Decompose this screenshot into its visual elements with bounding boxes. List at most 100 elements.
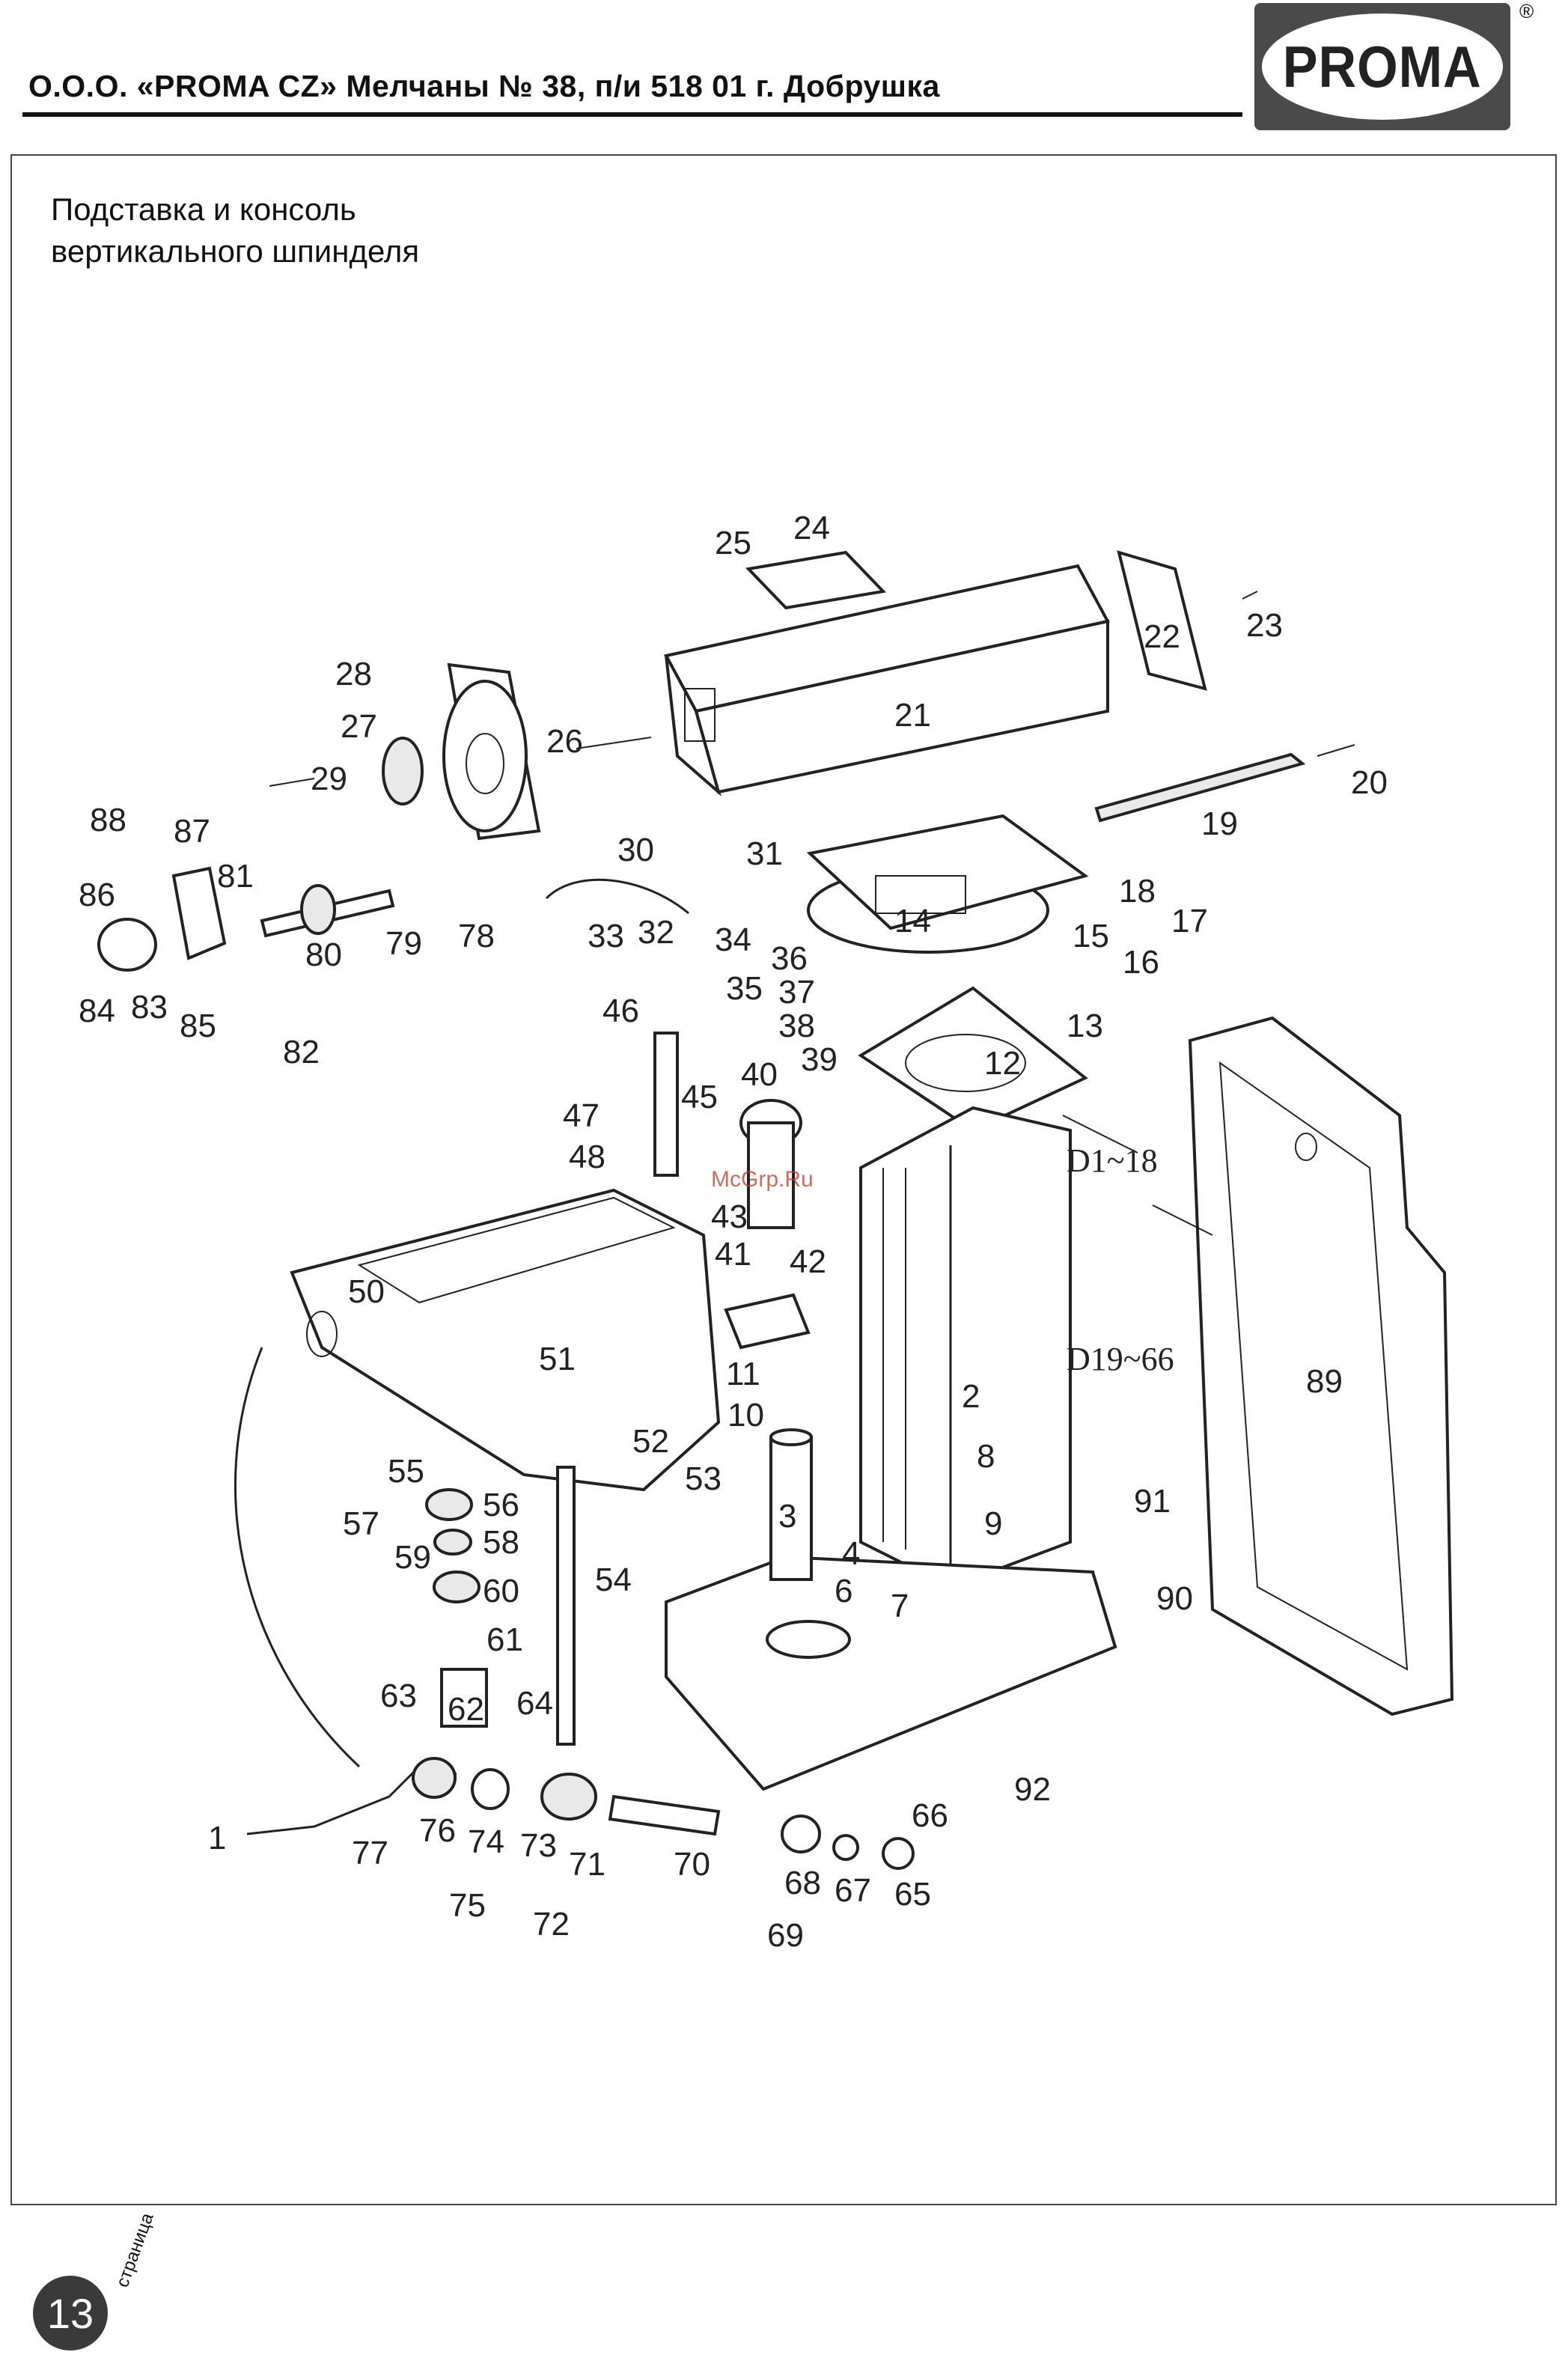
part-label: 7 bbox=[891, 1588, 909, 1624]
part-label: 65 bbox=[894, 1876, 931, 1913]
part-80-gear bbox=[300, 884, 336, 935]
part-12-plate bbox=[858, 986, 1088, 1133]
part-84-handwheel bbox=[97, 918, 157, 972]
part-45-bar bbox=[653, 1032, 679, 1177]
part-label: 22 bbox=[1144, 618, 1180, 655]
part-label: 11 bbox=[726, 1356, 760, 1392]
part-label: 60 bbox=[483, 1573, 519, 1609]
part-label: 48 bbox=[569, 1139, 605, 1175]
part-label: 42 bbox=[790, 1243, 826, 1280]
part-label: 25 bbox=[715, 525, 751, 561]
part-92-base bbox=[665, 1555, 1117, 1791]
part-label: 17 bbox=[1171, 903, 1208, 939]
part-3-pipe-top bbox=[769, 1428, 813, 1446]
part-30-wire bbox=[545, 878, 689, 915]
part-label: 85 bbox=[180, 1008, 216, 1044]
part-label: 50 bbox=[348, 1273, 385, 1310]
part-67-washer bbox=[832, 1834, 859, 1861]
part-label: 83 bbox=[131, 989, 168, 1026]
section-title-line1: Подставка и консоль bbox=[51, 192, 356, 227]
section-title: Подставка и консоль вертикального шпинде… bbox=[51, 189, 419, 272]
part-label: 36 bbox=[771, 940, 808, 977]
part-81-bracket bbox=[171, 866, 227, 960]
part-74-collar bbox=[471, 1768, 510, 1810]
part-label: 86 bbox=[79, 877, 115, 913]
part-label: 29 bbox=[311, 761, 347, 797]
part-label: 43 bbox=[711, 1198, 748, 1235]
part-label: 63 bbox=[380, 1678, 417, 1714]
part-label: 71 bbox=[569, 1846, 605, 1883]
motor-cable bbox=[234, 1347, 361, 1768]
part-2-column bbox=[859, 1106, 1072, 1589]
part-label: 38 bbox=[778, 1008, 815, 1044]
part-24-plate bbox=[745, 550, 887, 610]
part-label: 6 bbox=[835, 1573, 852, 1609]
logo-text: PROMA bbox=[1283, 33, 1482, 100]
part-label: 41 bbox=[715, 1236, 751, 1273]
part-label: 80 bbox=[305, 936, 342, 973]
part-label: 20 bbox=[1351, 764, 1388, 801]
part-label: 40 bbox=[741, 1056, 778, 1093]
part-label: 52 bbox=[632, 1423, 669, 1460]
part-labels: 1 2 3 4 6 7 8 9 10 11 12 13 14 15 16 17 … bbox=[79, 510, 1388, 1954]
section-title-line2: вертикального шпинделя bbox=[51, 234, 420, 269]
part-12-disc bbox=[905, 1034, 1026, 1092]
part-label: 78 bbox=[458, 918, 495, 954]
part-label: 15 bbox=[1073, 918, 1109, 954]
part-label: 74 bbox=[468, 1824, 504, 1860]
part-label: 54 bbox=[595, 1562, 632, 1598]
part-label: 88 bbox=[90, 802, 126, 838]
part-label: 27 bbox=[341, 708, 377, 745]
range-label: D19~66 bbox=[1067, 1341, 1174, 1377]
part-label: 37 bbox=[778, 974, 815, 1011]
part-58-nut bbox=[433, 1529, 472, 1556]
part-label: 4 bbox=[842, 1535, 860, 1572]
part-label: 19 bbox=[1201, 805, 1238, 842]
part-label: 62 bbox=[448, 1691, 484, 1728]
part-56-nut bbox=[425, 1488, 473, 1521]
part-label: 58 bbox=[483, 1524, 519, 1561]
part-label: 59 bbox=[394, 1539, 431, 1576]
part-label: 47 bbox=[563, 1097, 600, 1134]
part-label: 77 bbox=[352, 1835, 388, 1871]
part-label: 33 bbox=[588, 918, 624, 954]
part-label: 84 bbox=[79, 993, 115, 1029]
part-label: 30 bbox=[617, 832, 654, 868]
part-label: 87 bbox=[174, 813, 210, 850]
part-label: 64 bbox=[516, 1685, 553, 1722]
part-label: 26 bbox=[546, 723, 583, 760]
part-14-table bbox=[806, 814, 1089, 954]
part-label: 24 bbox=[793, 510, 830, 546]
watermark: McGrp.Ru bbox=[711, 1167, 814, 1192]
part-65-cap bbox=[882, 1837, 915, 1870]
part-22-plate bbox=[1117, 550, 1207, 691]
company-address-header: О.О.О. «PROMA CZ» Мелчаны № 38, п/и 518 … bbox=[28, 69, 940, 103]
content-frame bbox=[10, 154, 1557, 2205]
part-label: 75 bbox=[449, 1887, 486, 1924]
header-rule bbox=[22, 112, 1242, 117]
part-label: 69 bbox=[767, 1917, 804, 1954]
part-62-block bbox=[440, 1668, 488, 1728]
part-60-nut bbox=[433, 1571, 481, 1603]
part-label: 46 bbox=[603, 993, 639, 1029]
part-label: 79 bbox=[385, 925, 422, 962]
part-21-housing bbox=[663, 564, 1111, 796]
part-label: 32 bbox=[638, 914, 674, 951]
part-54-rack bbox=[556, 1466, 576, 1746]
registered-mark: ® bbox=[1519, 0, 1534, 22]
part-68-bearing bbox=[781, 1815, 821, 1853]
part-76-hub bbox=[412, 1757, 457, 1799]
part-label: 70 bbox=[674, 1846, 710, 1883]
part-label: 28 bbox=[335, 656, 372, 692]
part-label: 67 bbox=[835, 1872, 871, 1909]
part-label: 1 bbox=[208, 1820, 226, 1856]
part-label: 57 bbox=[343, 1505, 379, 1542]
part-label: 73 bbox=[520, 1827, 557, 1864]
part-label: 91 bbox=[1134, 1483, 1171, 1520]
part-label: 66 bbox=[912, 1797, 948, 1834]
part-label: 31 bbox=[746, 835, 783, 872]
part-41-body bbox=[747, 1121, 795, 1229]
leader-lines bbox=[269, 591, 1355, 1236]
part-label: 8 bbox=[977, 1438, 995, 1475]
